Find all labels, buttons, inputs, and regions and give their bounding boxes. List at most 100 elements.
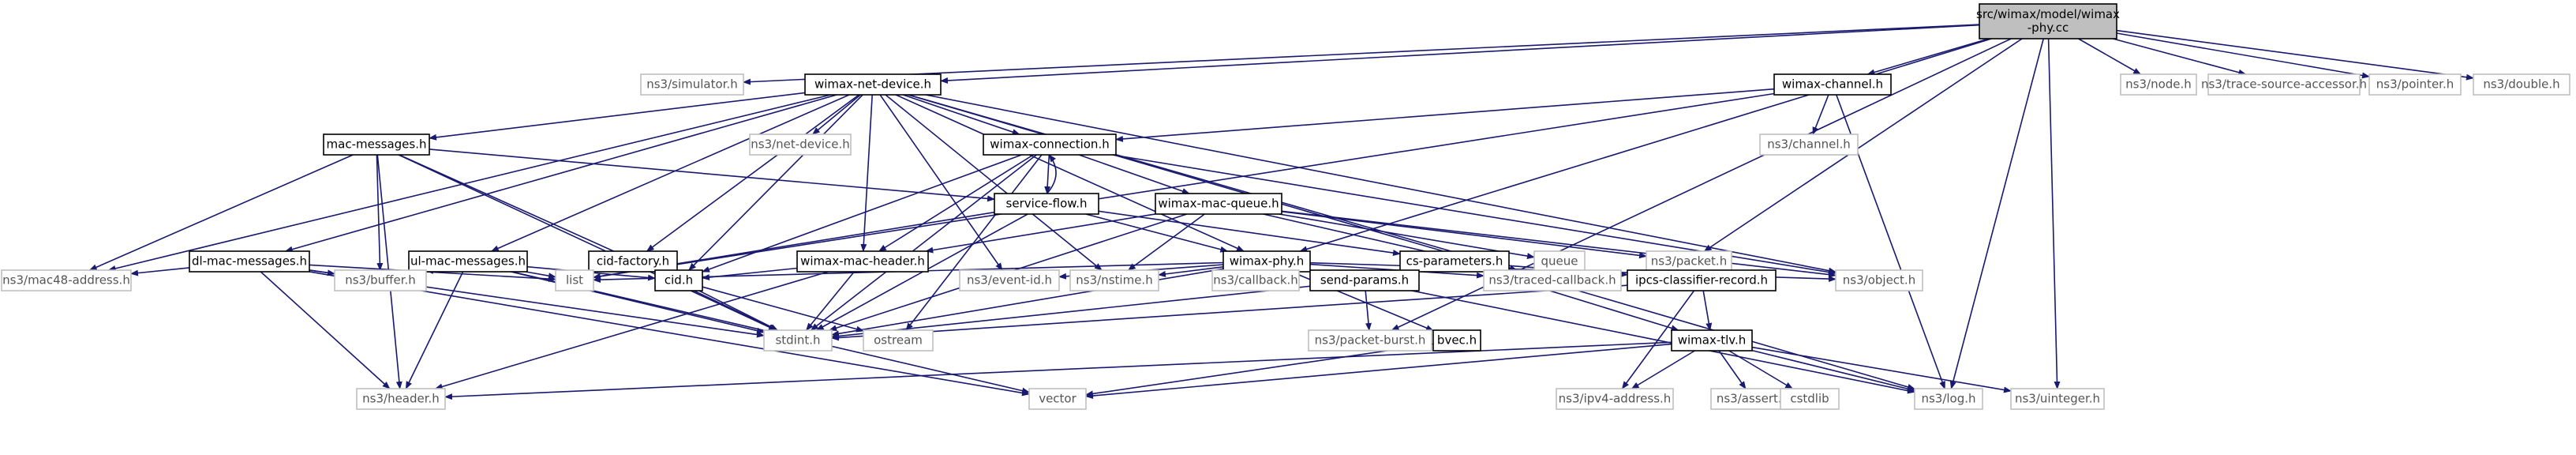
- node-cidfac[interactable]: cid-factory.h: [588, 250, 678, 273]
- node-label: ns3/object.h: [1843, 273, 1915, 288]
- node-box: [1483, 269, 1622, 291]
- node-sflow[interactable]: service-flow.h: [994, 193, 1099, 215]
- edge-macq-to-packet: [1281, 211, 1647, 259]
- node-box: [1399, 250, 1510, 273]
- node-box: [1028, 388, 1087, 410]
- node-mac48: ns3/mac48-address.h: [1, 269, 132, 291]
- node-label: wimax-phy.h: [1230, 254, 1305, 269]
- node-nsnetdev: ns3/net-device.h: [749, 133, 852, 156]
- node-box: [804, 73, 942, 96]
- node-tlv[interactable]: wimax-tlv.h: [1671, 329, 1753, 352]
- edge-tlv-to-vector: [1085, 343, 1672, 399]
- node-label: wimax-channel.h: [1782, 77, 1883, 92]
- edge-sendparams-to-pktburst: [1365, 290, 1372, 331]
- edge-root-to-pktburst: [1391, 38, 2012, 331]
- node-ipcs[interactable]: ipcs-classifier-record.h: [1627, 269, 1777, 291]
- node-ulmsg[interactable]: ul-mac-messages.h: [408, 250, 528, 273]
- node-box: [994, 193, 1099, 215]
- node-box: [1671, 329, 1753, 352]
- edge-netdev-to-mac48: [107, 94, 831, 272]
- node-phy[interactable]: wimax-phy.h: [1222, 250, 1311, 273]
- edge-macmsg-to-mac48: [88, 154, 354, 271]
- node-box: [1211, 269, 1300, 291]
- node-label: wimax-connection.h: [990, 137, 1109, 152]
- node-label: ipcs-classifier-record.h: [1635, 273, 1768, 288]
- edge-netdev-to-nstime: [885, 94, 1103, 271]
- edge-channel-to-list: [593, 92, 1775, 280]
- edge-tlv-to-ipv4: [1631, 350, 1695, 389]
- node-label: cstdlib: [1790, 392, 1829, 406]
- edge-root-to-netdev: [940, 24, 1980, 84]
- edge-ipcs-to-stdint: [831, 284, 1628, 341]
- edge-root-to-phy: [1299, 38, 1992, 253]
- node-ostream: ostream: [863, 329, 934, 352]
- edge-phy-to-nstime: [1158, 266, 1224, 277]
- node-label: dl-mac-messages.h: [192, 254, 307, 269]
- node-macmsg[interactable]: mac-messages.h: [323, 133, 430, 156]
- edge-ipcs-to-tlv: [1702, 290, 1713, 331]
- edge-sflow-to-conn: [1046, 154, 1057, 194]
- edge-tlv-to-header: [444, 341, 1672, 400]
- node-label: ns3/log.h: [1921, 392, 1975, 406]
- edge-bvec-to-vector: [1085, 343, 1434, 397]
- node-box: [189, 250, 310, 273]
- node-box: [763, 329, 833, 352]
- node-label: queue: [1541, 254, 1578, 269]
- node-bvec[interactable]: bvec.h: [1432, 329, 1481, 352]
- edge-sflow-to-phy: [1085, 213, 1229, 253]
- node-dlmsg[interactable]: dl-mac-messages.h: [189, 250, 310, 273]
- node-ipv4: ns3/ipv4-address.h: [1556, 388, 1674, 410]
- node-conn[interactable]: wimax-connection.h: [983, 133, 1117, 156]
- node-label: ns3/simulator.h: [646, 77, 738, 92]
- node-sendparams[interactable]: send-params.h: [1309, 269, 1420, 291]
- node-box: [1979, 3, 2117, 39]
- node-box: [1773, 73, 1892, 96]
- node-box: [1914, 388, 1983, 410]
- edge-netdev-to-macmsg: [429, 92, 806, 141]
- node-label: mac-messages.h: [327, 137, 427, 152]
- edge-conn-to-machdr: [878, 154, 1034, 252]
- node-box: [749, 133, 852, 156]
- node-label: ns3/pointer.h: [2376, 77, 2454, 92]
- node-uinteger: ns3/uinteger.h: [2010, 388, 2105, 410]
- node-channel[interactable]: wimax-channel.h: [1773, 73, 1892, 96]
- node-label: ns3/nstime.h: [1076, 273, 1152, 288]
- edge-tlv-to-uinteger: [1751, 346, 2012, 393]
- edge-macmsg-to-sflow: [429, 149, 995, 202]
- node-box: [334, 269, 427, 291]
- edge-macq-to-nstime: [1127, 213, 1205, 271]
- node-label: ns3/node.h: [2125, 77, 2192, 92]
- edge-conn-to-macq: [1078, 154, 1190, 194]
- edge-cid-to-stdint: [698, 290, 779, 331]
- edge-machdr-to-stdint: [806, 271, 855, 331]
- node-label: cid.h: [665, 273, 693, 288]
- node-box: [2207, 73, 2361, 96]
- node-box: [863, 329, 934, 352]
- node-cid[interactable]: cid.h: [654, 269, 703, 291]
- node-nstime: ns3/nstime.h: [1069, 269, 1159, 291]
- node-box: [1780, 388, 1840, 410]
- node-label: ns3/packet-burst.h: [1315, 333, 1426, 348]
- edge-netdev-to-conn: [903, 94, 1020, 135]
- edge-conn-to-stdint: [810, 154, 1037, 331]
- node-log: ns3/log.h: [1914, 388, 1983, 410]
- node-csparam[interactable]: cs-parameters.h: [1399, 250, 1510, 273]
- node-label: ul-mac-messages.h: [410, 254, 526, 269]
- node-simulator: ns3/simulator.h: [640, 73, 744, 96]
- node-callback: ns3/callback.h: [1211, 269, 1300, 291]
- edge-macq-to-object: [1281, 210, 1837, 278]
- edge-conn-to-sflow: [1044, 154, 1051, 194]
- edge-tlv-to-assert: [1718, 350, 1747, 389]
- node-netdev[interactable]: wimax-net-device.h: [804, 73, 942, 96]
- edge-root-to-log: [1949, 38, 2044, 389]
- node-label: ns3/packet.h: [1651, 254, 1727, 269]
- node-box: [640, 73, 744, 96]
- edge-root-to-simulator: [743, 24, 1980, 85]
- node-label: wimax-net-device.h: [814, 77, 931, 92]
- edge-tlv-to-cstdlib: [1728, 350, 1794, 389]
- node-label: -phy.cc: [2027, 21, 2069, 35]
- edge-netdev-to-dlmsg: [284, 94, 837, 253]
- node-macq[interactable]: wimax-mac-queue.h: [1155, 193, 1282, 215]
- node-machdr[interactable]: wimax-mac-header.h: [796, 250, 929, 273]
- edge-sflow-to-csparam: [1098, 210, 1401, 257]
